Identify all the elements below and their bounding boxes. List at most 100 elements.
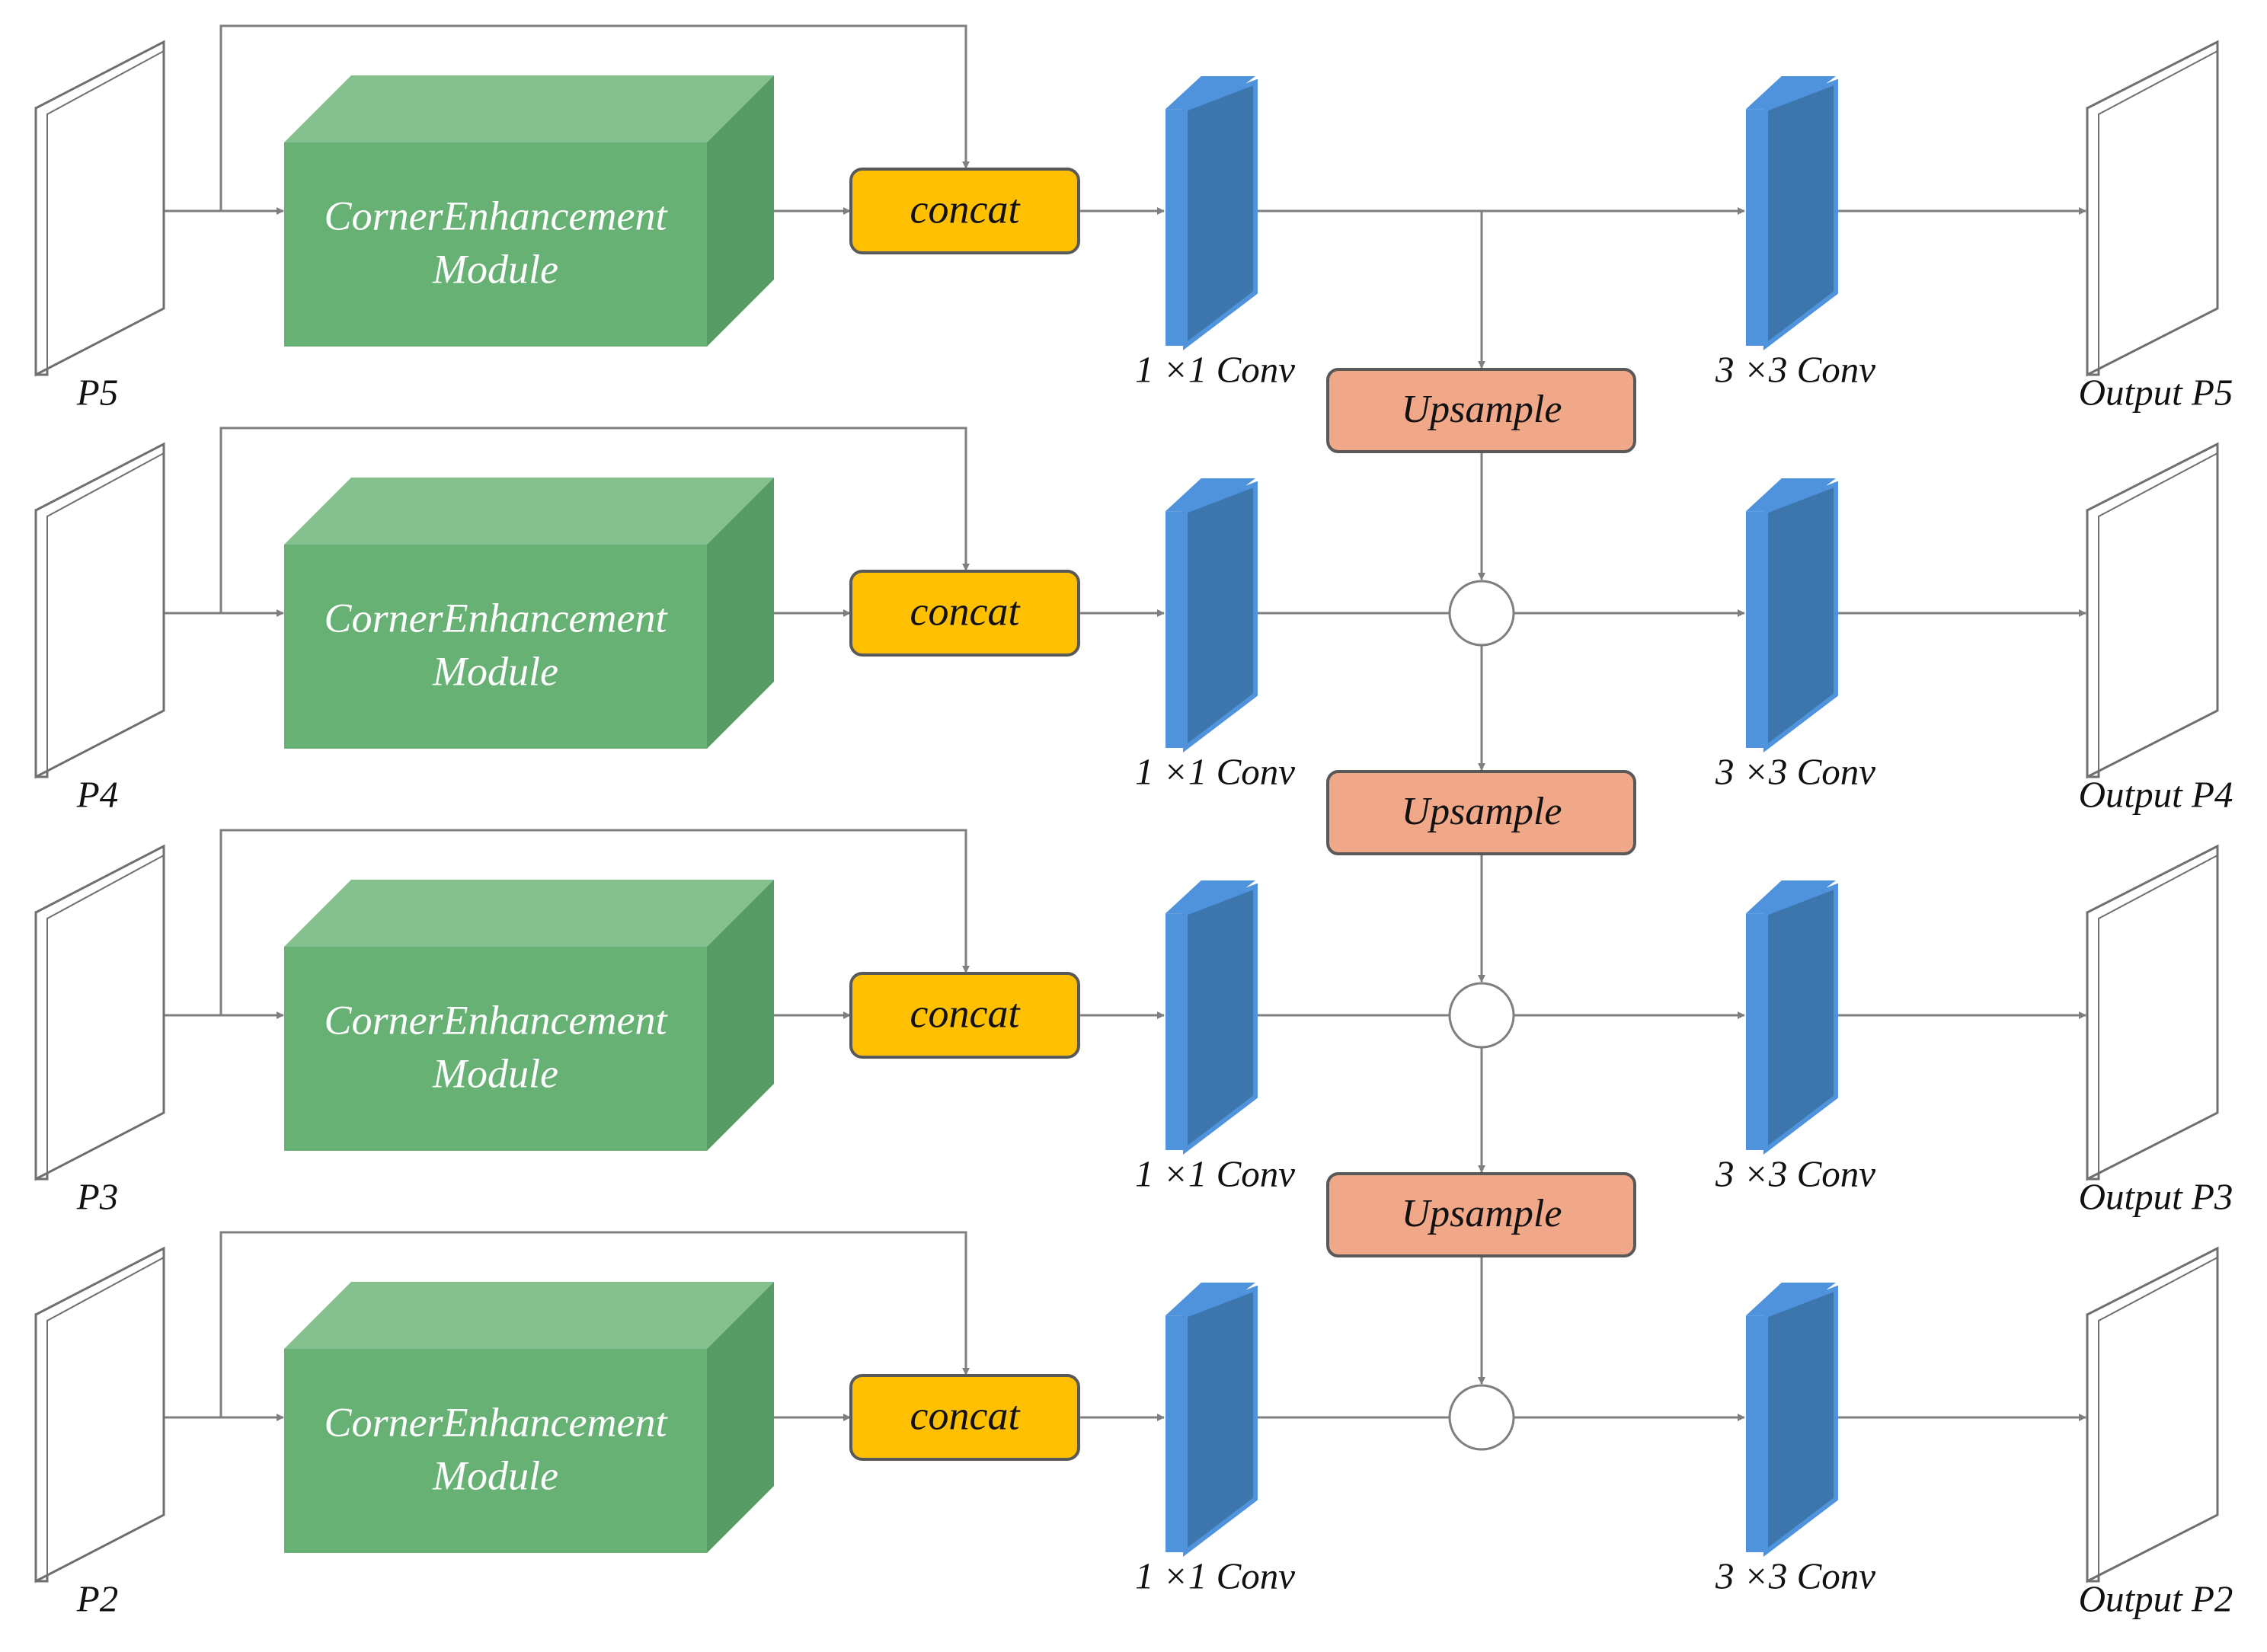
output-label: Output P5	[2079, 371, 2233, 413]
conv1x1-side	[1165, 913, 1185, 1150]
upsample-label: Upsample	[1402, 388, 1562, 431]
conv1x1-label: 1 ×1 Conv	[1135, 750, 1295, 792]
concat-label: concat	[910, 588, 1022, 634]
input-feature-map-face	[46, 50, 165, 370]
upsample-box	[1326, 770, 1636, 855]
input-feature-map	[34, 844, 165, 1181]
conv3x3-block	[1763, 481, 1838, 753]
conv1x1-label: 1 ×1 Conv	[1135, 1555, 1295, 1596]
output-feature-map-face	[2098, 1256, 2218, 1577]
conv3x3-block	[1763, 883, 1838, 1155]
output-feature-map-face	[2098, 854, 2218, 1174]
module-top-face	[284, 478, 774, 545]
concat-box	[849, 570, 1080, 657]
conv1x1-block	[1183, 883, 1258, 1155]
conv1x1-block	[1183, 1285, 1258, 1558]
elementwise-add-node	[1448, 1384, 1515, 1451]
input-label: P5	[76, 371, 118, 413]
conv1x1-block	[1183, 481, 1258, 753]
module-side-face	[707, 478, 774, 749]
conv1x1-top	[1165, 478, 1255, 512]
conv3x3-label: 3 ×3 Conv	[1715, 348, 1875, 390]
concat-box	[849, 972, 1080, 1059]
concat-label: concat	[910, 186, 1022, 232]
input-label: P3	[76, 1175, 118, 1217]
elementwise-add-node	[1448, 580, 1515, 647]
conv1x1-side	[1165, 511, 1185, 748]
upsample-box	[1326, 1172, 1636, 1257]
output-label: Output P3	[2079, 1175, 2233, 1217]
module-label-line2: Module	[432, 246, 558, 292]
input-feature-map-face	[46, 452, 165, 772]
output-label: Output P2	[2079, 1577, 2233, 1619]
input-feature-map-face	[46, 1256, 165, 1577]
module-top-face	[284, 75, 774, 142]
conv3x3-label: 3 ×3 Conv	[1715, 1555, 1875, 1596]
output-feature-map	[2086, 1246, 2219, 1583]
conv1x1-block	[1183, 78, 1258, 351]
concat-label: concat	[910, 990, 1022, 1036]
skip-connection-arrow	[219, 829, 970, 1015]
conv3x3-top	[1746, 880, 1836, 914]
concat-box	[849, 168, 1080, 254]
input-feature-map	[34, 442, 165, 779]
conv3x3-label: 3 ×3 Conv	[1715, 1152, 1875, 1194]
output-feature-map-face	[2098, 452, 2218, 772]
skip-connection-arrow	[219, 1231, 970, 1417]
conv1x1-side	[1165, 1315, 1185, 1552]
corner-enhancement-module	[284, 1349, 707, 1553]
concat-label: concat	[910, 1392, 1022, 1438]
conv1x1-top	[1165, 1283, 1255, 1316]
module-label-line1: CornerEnhancement	[325, 1399, 669, 1445]
conv3x3-top	[1746, 478, 1836, 512]
module-label-line2: Module	[432, 1452, 558, 1498]
module-label-line1: CornerEnhancement	[325, 997, 669, 1043]
corner-enhancement-module	[284, 947, 707, 1151]
concat-box	[849, 1374, 1080, 1461]
conv3x3-top	[1746, 76, 1836, 110]
module-top-face	[284, 1282, 774, 1349]
output-feature-map	[2086, 442, 2219, 779]
conv3x3-label: 3 ×3 Conv	[1715, 750, 1875, 792]
corner-enhancement-module	[284, 545, 707, 749]
arrow-layer	[164, 24, 2086, 1449]
module-label-line1: CornerEnhancement	[325, 193, 669, 238]
conv3x3-side	[1746, 913, 1766, 1150]
skip-connection-arrow	[219, 24, 970, 211]
conv3x3-top	[1746, 1283, 1836, 1316]
conv1x1-top	[1165, 76, 1255, 110]
block-layer	[34, 40, 2219, 1583]
module-side-face	[707, 1282, 774, 1553]
module-side-face	[707, 880, 774, 1151]
module-top-face	[284, 880, 774, 947]
input-feature-map	[34, 1246, 165, 1583]
conv3x3-block	[1763, 1285, 1838, 1558]
conv1x1-side	[1165, 109, 1185, 346]
input-feature-map	[34, 40, 165, 377]
output-label: Output P4	[2079, 773, 2233, 815]
conv1x1-label: 1 ×1 Conv	[1135, 348, 1295, 390]
output-feature-map	[2086, 844, 2219, 1181]
conv1x1-label: 1 ×1 Conv	[1135, 1152, 1295, 1194]
skip-connection-arrow	[219, 427, 970, 613]
upsample-label: Upsample	[1402, 1192, 1562, 1235]
upsample-box	[1326, 368, 1636, 453]
conv3x3-side	[1746, 1315, 1766, 1552]
input-label: P2	[76, 1577, 118, 1619]
conv3x3-block	[1763, 78, 1838, 351]
output-feature-map-face	[2098, 50, 2218, 370]
elementwise-add-node	[1448, 982, 1515, 1049]
corner-enhancement-module	[284, 142, 707, 347]
module-label-line2: Module	[432, 1050, 558, 1096]
module-side-face	[707, 75, 774, 347]
module-label-line2: Module	[432, 648, 558, 694]
input-label: P4	[76, 773, 118, 815]
conv1x1-top	[1165, 880, 1255, 914]
output-feature-map	[2086, 40, 2219, 377]
conv3x3-side	[1746, 109, 1766, 346]
module-label-line1: CornerEnhancement	[325, 595, 669, 641]
conv3x3-side	[1746, 511, 1766, 748]
input-feature-map-face	[46, 854, 165, 1174]
